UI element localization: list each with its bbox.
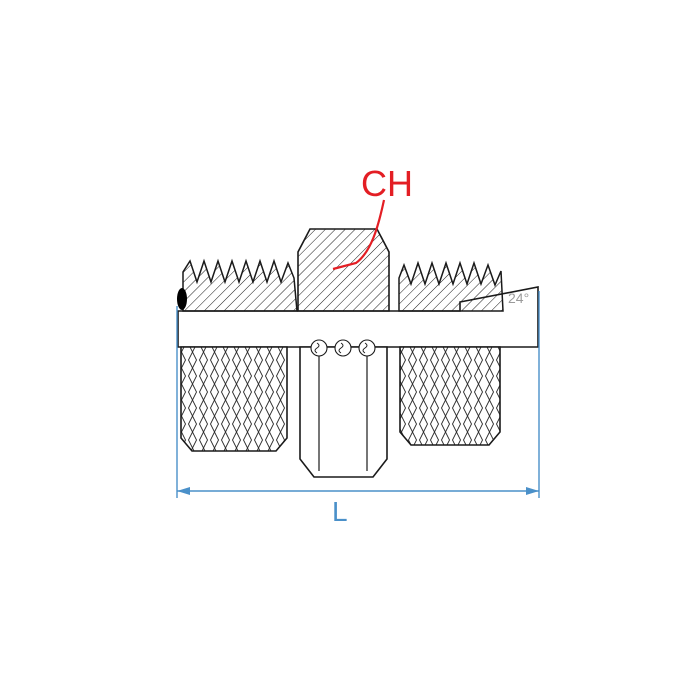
section-circles	[310, 339, 376, 357]
dimension-l	[176, 291, 540, 498]
seal-dot	[177, 288, 187, 310]
top-thread-right	[398, 260, 504, 312]
top-thread-left	[182, 258, 298, 312]
arrowhead-right-icon	[526, 487, 539, 495]
ch-leader-line	[332, 199, 386, 271]
front-thread-right	[399, 346, 501, 446]
ch-label: CH	[361, 163, 413, 204]
hex-front	[299, 346, 388, 478]
dimension-label-l: L	[332, 496, 348, 527]
angle-label: 24°	[508, 290, 529, 306]
front-thread-left	[180, 346, 288, 452]
hex-boss-side	[297, 228, 390, 312]
arrowhead-left-icon	[177, 487, 190, 495]
